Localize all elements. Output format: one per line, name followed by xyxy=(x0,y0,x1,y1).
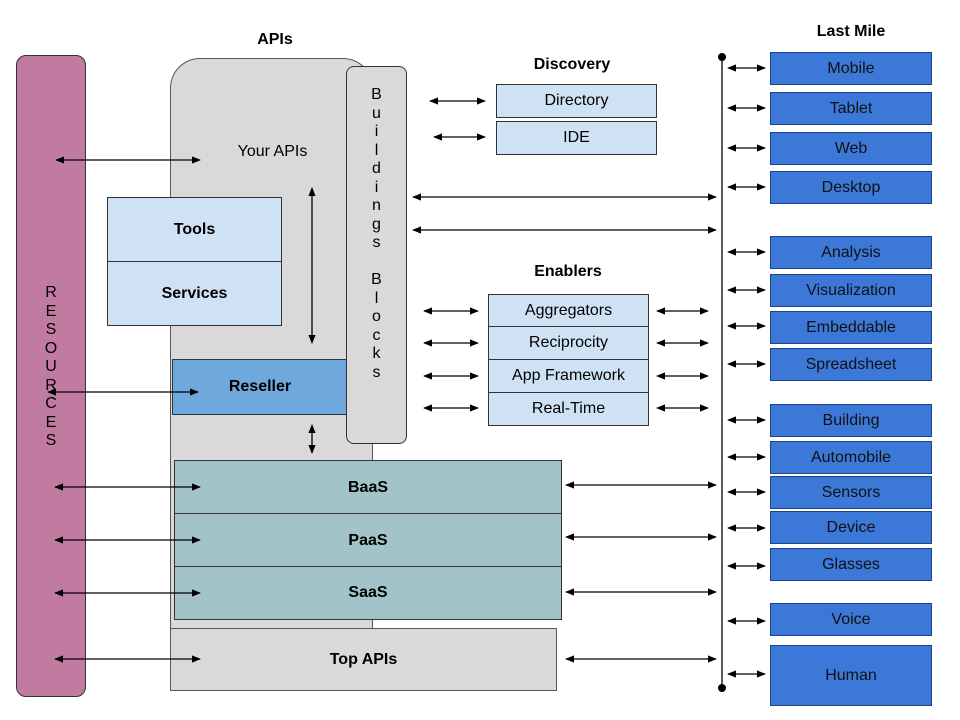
enabler-real-time: Real-Time xyxy=(488,392,649,426)
last-mile-spreadsheet: Spreadsheet xyxy=(770,348,932,381)
tools-box: Tools xyxy=(107,197,282,262)
reseller-box: Reseller xyxy=(172,359,348,415)
last-mile-visualization: Visualization xyxy=(770,274,932,307)
last-mile-mobile: Mobile xyxy=(770,52,932,85)
bus-bottom-dot xyxy=(718,684,726,692)
discovery-title: Discovery xyxy=(533,56,611,73)
building-blocks-column xyxy=(346,66,407,444)
saas-box: SaaS xyxy=(174,566,562,620)
enablers-title: Enablers xyxy=(534,263,602,280)
last-mile-voice: Voice xyxy=(770,603,932,636)
bus-top-dot xyxy=(718,53,726,61)
last-mile-tablet: Tablet xyxy=(770,92,932,125)
last-mile-sensors: Sensors xyxy=(770,476,932,509)
enabler-aggregators: Aggregators xyxy=(488,294,649,327)
last-mile-web: Web xyxy=(770,132,932,165)
last-mile-embeddable: Embeddable xyxy=(770,311,932,344)
last-mile-title: Last Mile xyxy=(816,23,886,40)
last-mile-human: Human xyxy=(770,645,932,706)
last-mile-automobile: Automobile xyxy=(770,441,932,474)
top-apis-box: Top APIs xyxy=(170,628,557,691)
enabler-reciprocity: Reciprocity xyxy=(488,326,649,360)
enabler-app-framework: App Framework xyxy=(488,359,649,393)
last-mile-desktop: Desktop xyxy=(770,171,932,204)
last-mile-glasses: Glasses xyxy=(770,548,932,581)
your-apis-label: Your APIs xyxy=(237,143,308,160)
directory-box: Directory xyxy=(496,84,657,118)
services-box: Services xyxy=(107,261,282,326)
ide-box: IDE xyxy=(496,121,657,155)
last-mile-analysis: Analysis xyxy=(770,236,932,269)
apis-title: APIs xyxy=(257,31,293,48)
last-mile-building: Building xyxy=(770,404,932,437)
paas-box: PaaS xyxy=(174,513,562,568)
last-mile-device: Device xyxy=(770,511,932,544)
